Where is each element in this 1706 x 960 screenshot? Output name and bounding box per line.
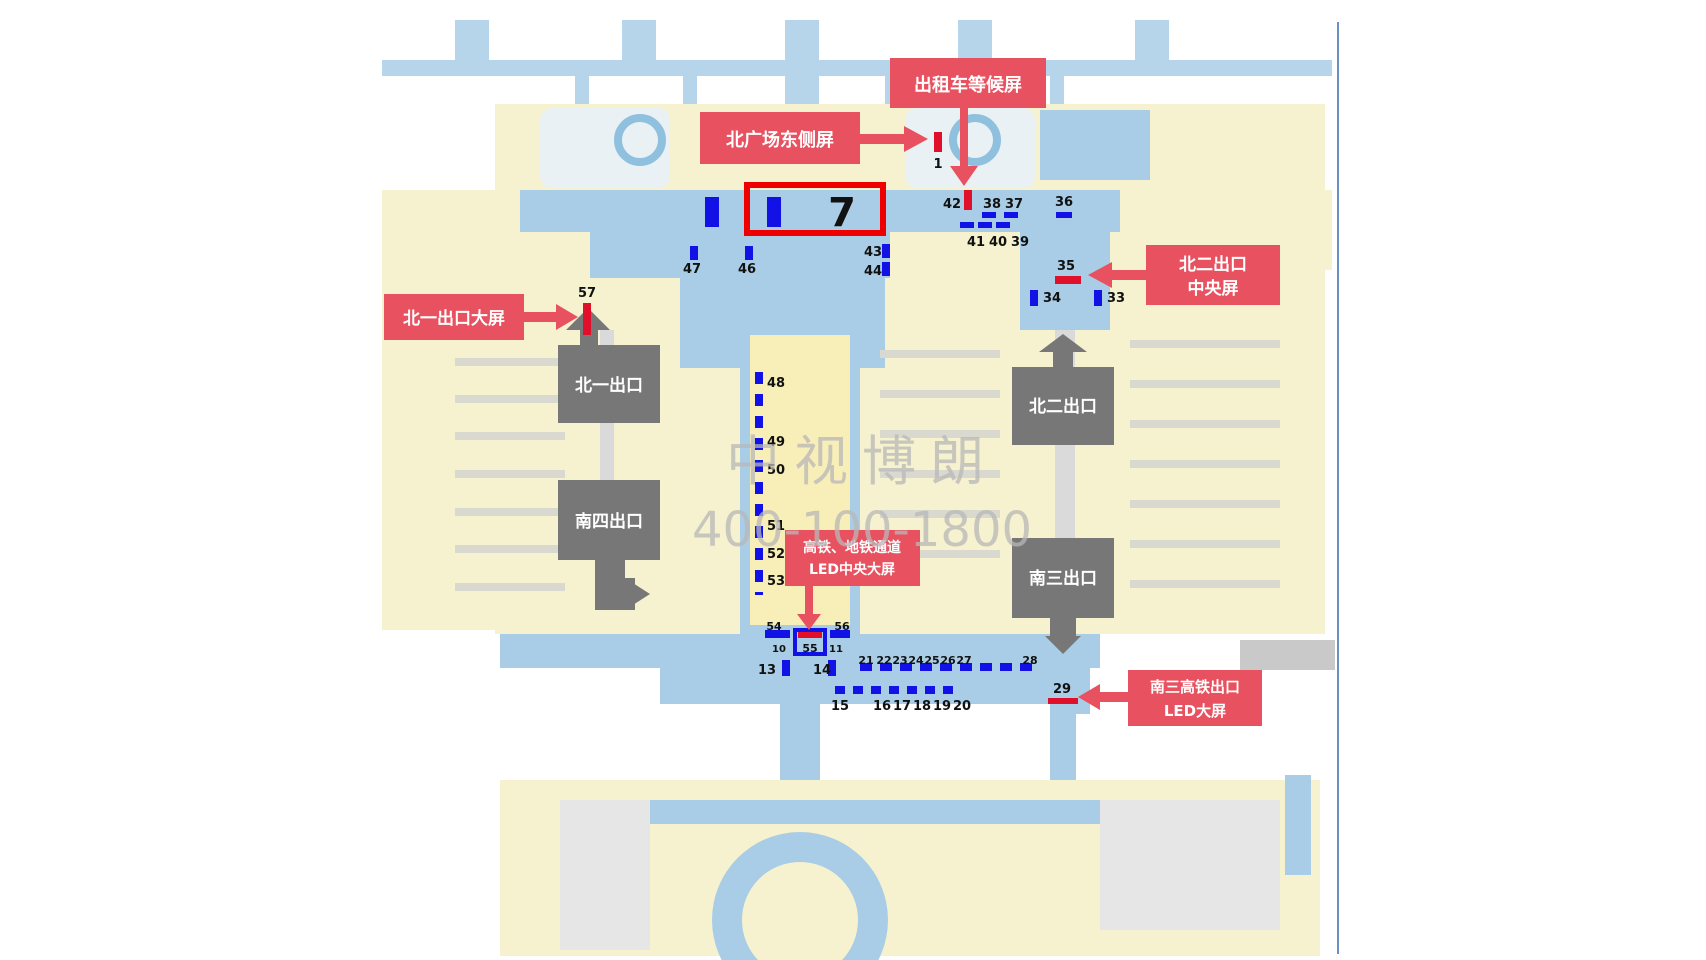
screen-number: 24 [908, 654, 924, 667]
screen-number: 34 [1043, 291, 1061, 306]
screen-number: 26 [940, 654, 956, 667]
screen-number: 39 [1011, 235, 1029, 250]
screen-number: 20 [953, 699, 971, 714]
callout-hsr-metro-label-1: 高铁、地铁通道 [803, 539, 901, 556]
screen-number: 13 [758, 663, 776, 678]
watermark-line1: 中视博朗 [726, 430, 998, 493]
screen-number: 35 [1057, 259, 1075, 274]
callout-north-one-label: 北一出口大屏 [403, 308, 505, 329]
callout-south-three-label-2: LED大屏 [1164, 702, 1226, 720]
screen-number: 52 [767, 547, 785, 562]
exit-north-two: 北二出口 [1012, 334, 1114, 445]
callout-north-two-center: 北二出口 中央屏 [1088, 245, 1280, 305]
callout-north-one: 北一出口大屏 [384, 294, 578, 340]
callout-south-three-label-1: 南三高铁出口 [1150, 678, 1240, 696]
screen-numbers: 1 42 38 37 36 41 40 39 35 34 33 47 46 43… [578, 157, 1125, 714]
south-corridor [500, 634, 1320, 960]
screen-13-marker [782, 660, 790, 676]
screen-number: 44 [864, 264, 882, 279]
screen-number: 16 [873, 699, 891, 714]
screen-number: 15 [831, 699, 849, 714]
highlight-screen-number: 7 [828, 190, 856, 236]
top-roads [382, 20, 1332, 110]
callout-hsr-metro-label-2: LED中央大屏 [809, 561, 895, 578]
screen-number: 28 [1022, 654, 1037, 667]
screen-number: 46 [738, 262, 756, 277]
screen-number: 56 [834, 620, 850, 633]
screen-number: 36 [1055, 195, 1073, 210]
callout-north-two-center-label-1: 北二出口 [1179, 254, 1247, 275]
exit-label-north-one: 北一出口 [575, 375, 643, 396]
screen-number: 23 [892, 654, 907, 667]
screen-number: 54 [766, 620, 782, 633]
screen-number: 50 [767, 463, 785, 478]
blue-dashed-screen-rows [755, 372, 1040, 694]
screen-number: 14 [813, 663, 831, 678]
exit-south-three: 南三出口 [1012, 538, 1114, 654]
screen-14-marker [828, 660, 836, 676]
screen-number: 53 [767, 574, 785, 589]
screen-number: 11 [829, 644, 843, 655]
callout-south-three: 南三高铁出口 LED大屏 [1078, 670, 1262, 726]
screen-number: 25 [924, 654, 939, 667]
screen-number: 57 [578, 286, 596, 301]
screen-number: 22 [876, 654, 891, 667]
screen-number: 41 [967, 235, 985, 250]
callout-north-plaza-east-label: 北广场东侧屏 [726, 129, 834, 151]
exit-label-south-three: 南三出口 [1029, 568, 1097, 589]
screen-number: 42 [943, 197, 961, 212]
screen-number: 17 [893, 699, 911, 714]
exit-south-four: 南四出口 [558, 480, 660, 610]
watermark-line2: 400-100-1800 [692, 502, 1032, 558]
screen-number: 38 [983, 197, 1001, 212]
blue-screens [690, 197, 1102, 306]
screen-number: 37 [1005, 197, 1023, 212]
callout-hsr-metro: 高铁、地铁通道 LED中央大屏 [785, 530, 920, 630]
exit-label-north-two: 北二出口 [1029, 396, 1097, 417]
screen-number: 27 [956, 654, 971, 667]
screen-55-frame [793, 628, 827, 656]
callout-taxi: 出租车等候屏 [890, 58, 1046, 186]
highlight-box [744, 182, 886, 236]
screen-number: 21 [858, 654, 873, 667]
screen-number: 51 [767, 519, 785, 534]
exit-label-south-four: 南四出口 [575, 511, 643, 532]
screen-number: 19 [933, 699, 951, 714]
screen-number: 47 [683, 262, 701, 277]
callout-north-plaza-east: 北广场东侧屏 [700, 112, 928, 164]
screen-number: 40 [989, 235, 1007, 250]
callout-taxi-label: 出租车等候屏 [914, 74, 1022, 96]
screen-number: 29 [1053, 682, 1071, 697]
screen-number: 18 [913, 699, 931, 714]
screen-number: 49 [767, 435, 785, 450]
screen-number: 1 [933, 157, 942, 172]
callout-north-two-center-label-2: 中央屏 [1188, 278, 1239, 299]
screen-number: 48 [767, 376, 785, 391]
watermark: 中视博朗 400-100-1800 [692, 430, 1032, 558]
red-screens [583, 132, 1081, 704]
screen-number: 10 [772, 644, 786, 655]
screen-number: 55 [802, 642, 817, 655]
screen-number: 43 [864, 245, 882, 260]
screen-number: 33 [1107, 291, 1125, 306]
